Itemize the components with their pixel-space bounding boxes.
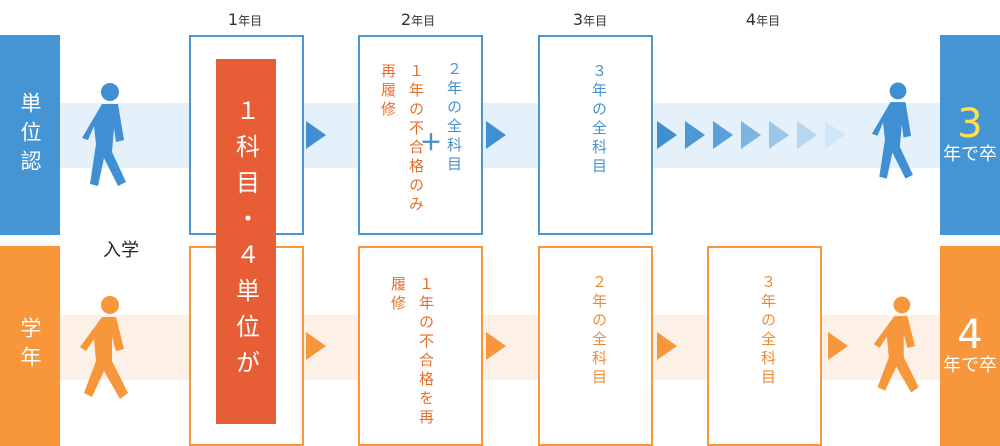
arrow-right-icon bbox=[486, 121, 506, 149]
grade-y2-retake-text: １年の不合格を再履修 bbox=[389, 276, 435, 428]
arrow-right-icon bbox=[828, 332, 848, 360]
year-1-label: 1年目 bbox=[227, 10, 263, 29]
arrow-right-icon bbox=[306, 332, 326, 360]
plus-icon: ＋ bbox=[420, 131, 443, 156]
grade-row-label: 学年 bbox=[0, 246, 60, 446]
grade-y4-text: ３年の全科目 bbox=[759, 274, 777, 388]
arrow-right-icon bbox=[486, 332, 506, 360]
arrow-right-icon bbox=[685, 121, 705, 149]
unit-y2-all-subjects-text: ２年の全科目 bbox=[445, 61, 463, 175]
year-2-label: 2年目 bbox=[400, 10, 436, 29]
unit-row-label: 単位認 bbox=[0, 35, 60, 235]
unit-year2-box: １年の不合格のみ再履修 ＋ ２年の全科目 bbox=[358, 35, 483, 235]
arrow-right-icon bbox=[741, 121, 761, 149]
year-3-label: 3年目 bbox=[572, 10, 608, 29]
walking-person-icon bbox=[80, 296, 128, 399]
grade-y3-text: ２年の全科目 bbox=[590, 274, 608, 388]
walking-person-icon bbox=[871, 82, 913, 179]
grade-year2-box: １年の不合格を再履修 bbox=[358, 246, 483, 446]
unit-y3-text: ３年の全科目 bbox=[590, 63, 608, 177]
walking-person-icon bbox=[873, 296, 919, 393]
unit-y2-retake-text: １年の不合格のみ再履修 bbox=[379, 63, 425, 215]
arrow-right-icon bbox=[657, 332, 677, 360]
arrow-right-icon bbox=[713, 121, 733, 149]
grade-year3-box: ２年の全科目 bbox=[538, 246, 653, 446]
year-4-label: 4年目 bbox=[745, 10, 781, 29]
arrow-right-icon bbox=[769, 121, 789, 149]
credit-unit-banner: １科目・４単位が bbox=[216, 59, 276, 424]
grade-year4-box: ３年の全科目 bbox=[707, 246, 822, 446]
arrow-right-icon bbox=[657, 121, 677, 149]
arrow-right-icon bbox=[825, 121, 845, 149]
arrow-right-icon bbox=[306, 121, 326, 149]
walking-person-icon bbox=[82, 83, 126, 186]
enrollment-label: 入学 bbox=[103, 240, 139, 261]
unit-graduation-badge: 3 年で卒 bbox=[940, 35, 1000, 235]
arrow-right-icon bbox=[797, 121, 817, 149]
grade-graduation-badge: 4 年で卒 bbox=[940, 246, 1000, 446]
unit-year3-box: ３年の全科目 bbox=[538, 35, 653, 235]
